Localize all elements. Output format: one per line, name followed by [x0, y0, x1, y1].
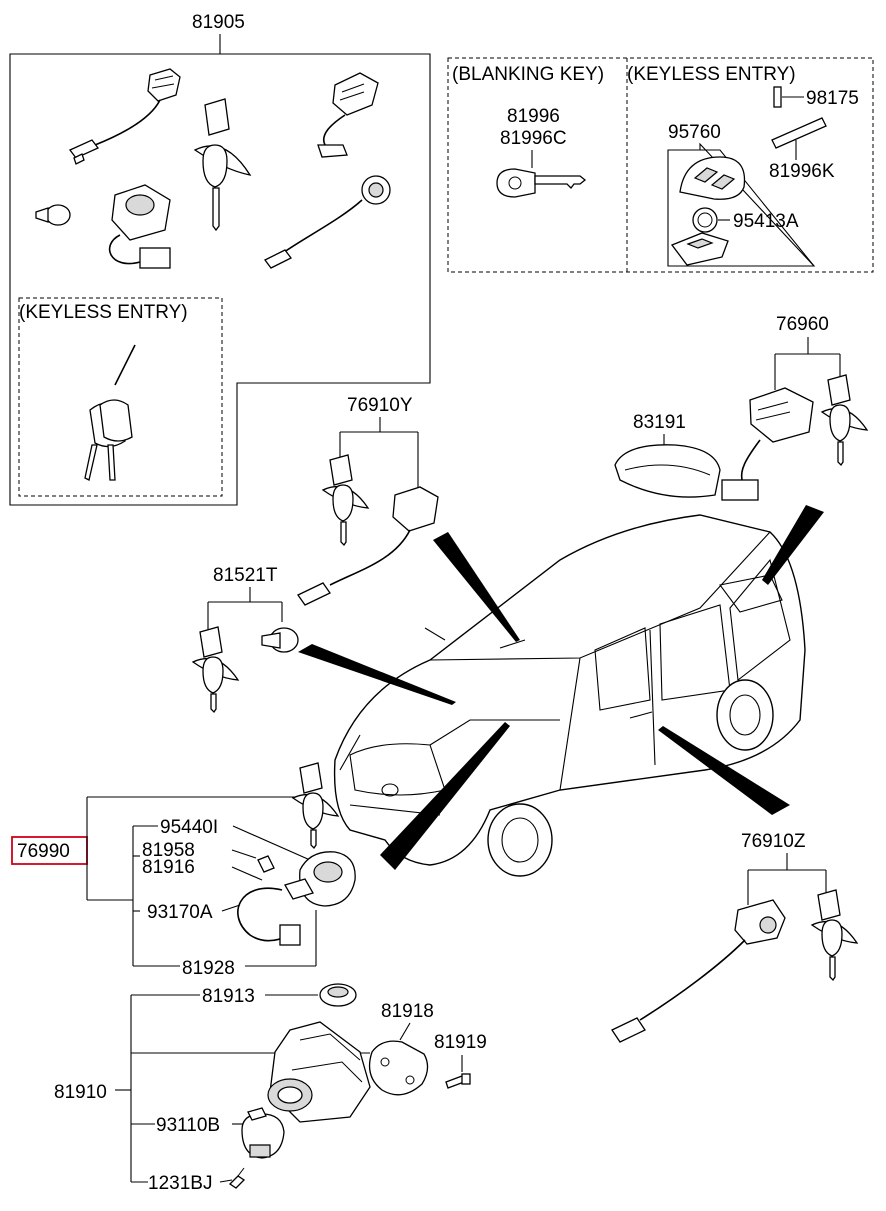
assembly-76990-group: 76990 95440I 81958 81916 93170A 81928 — [11, 762, 356, 979]
ignition-81910-group: 81910 81913 81918 81919 93110B 1231BJ — [54, 983, 487, 1194]
outside-handle-part — [614, 444, 721, 498]
front-door-key-part — [321, 454, 370, 547]
label-keyless-entry-right[interactable]: (KEYLESS ENTRY) — [627, 64, 796, 85]
cap-81913-part — [319, 983, 357, 1007]
assembly-lock-part — [237, 851, 356, 946]
front-door-lock-part — [297, 486, 439, 606]
steering-lock-body-part — [267, 1021, 371, 1123]
door-lock-cylinder-part-1 — [68, 68, 181, 165]
lock-81521T-cylinder-part — [261, 627, 299, 653]
label-81916[interactable]: 81916 — [142, 857, 195, 878]
tailgate-lock-76960-group: 76960 — [721, 314, 869, 501]
pin-98175 — [773, 86, 782, 108]
ignition-cylinder-part — [108, 184, 171, 269]
fob-bracket — [667, 142, 816, 267]
label-95413A[interactable]: 95413A — [733, 211, 799, 232]
rear-door-lock-76910Z-group: 76910Z — [611, 831, 859, 1043]
screw-1231BJ-part — [228, 1167, 246, 1189]
keyless-key-fob-part — [84, 344, 136, 481]
tailgate-lock-part — [721, 387, 814, 501]
pointer-beams — [298, 505, 824, 870]
rear-door-key-part — [810, 889, 859, 982]
handle-83191-group: 83191 — [614, 412, 721, 498]
tailgate-key-part — [820, 374, 869, 467]
lock-81521T-key-part — [191, 626, 240, 714]
assembly-key-part — [291, 762, 340, 850]
label-76910Z[interactable]: 76910Z — [741, 831, 806, 852]
vehicle-outline — [333, 514, 806, 877]
kit-81905-group: 81905 (KEYLESS ENTRY) — [9, 12, 431, 506]
blanking-key-box — [447, 57, 874, 273]
blanking-key-part — [496, 168, 587, 198]
label-81996[interactable]: 81996 — [507, 106, 560, 127]
label-76910Y[interactable]: 76910Y — [347, 395, 413, 416]
keyless-entry-subbox-left — [18, 297, 223, 497]
blanking-keyless-group: (BLANKING KEY) (KEYLESS ENTRY) 81996 819… — [447, 57, 874, 273]
label-81918[interactable]: 81918 — [381, 1001, 434, 1022]
grommet-part — [35, 204, 71, 226]
lock-81521T-group: 81521T — [191, 565, 299, 714]
label-76960[interactable]: 76960 — [776, 314, 829, 335]
label-95440I[interactable]: 95440I — [160, 817, 218, 838]
label-98175[interactable]: 98175 — [806, 88, 859, 109]
label-81928[interactable]: 81928 — [182, 958, 235, 979]
label-81958[interactable]: 81958 — [142, 840, 195, 861]
label-95760[interactable]: 95760 — [668, 122, 721, 143]
key-blade-81996K — [771, 117, 827, 149]
label-81905[interactable]: 81905 — [192, 12, 245, 33]
kit-box-81905 — [9, 53, 431, 506]
label-81996C[interactable]: 81996C — [500, 128, 567, 149]
rear-door-lock-part — [611, 899, 786, 1043]
label-81910[interactable]: 81910 — [54, 1082, 107, 1103]
label-keyless-entry-left[interactable]: (KEYLESS ENTRY) — [19, 302, 188, 323]
label-81913[interactable]: 81913 — [202, 986, 255, 1007]
label-93170A[interactable]: 93170A — [147, 902, 213, 923]
bracket-81918-part — [368, 1040, 429, 1096]
label-blanking-key[interactable]: (BLANKING KEY) — [452, 64, 604, 85]
door-lock-cylinder-part-2 — [317, 72, 379, 158]
key-with-tag-part-1 — [193, 98, 252, 232]
label-83191[interactable]: 83191 — [633, 412, 686, 433]
label-81996K[interactable]: 81996K — [769, 161, 835, 182]
bolt-81919-part — [445, 1073, 471, 1089]
label-81919[interactable]: 81919 — [434, 1032, 487, 1053]
label-1231BJ[interactable]: 1231BJ — [148, 1173, 212, 1194]
label-76990[interactable]: 76990 — [17, 841, 70, 862]
label-93110B[interactable]: 93110B — [156, 1115, 220, 1136]
remote-fob-part — [670, 156, 746, 266]
switch-93110B-part — [241, 1107, 285, 1159]
trunk-lock-part — [264, 175, 391, 269]
front-door-lock-76910Y-group: 76910Y — [297, 395, 439, 606]
label-81521T[interactable]: 81521T — [213, 565, 278, 586]
